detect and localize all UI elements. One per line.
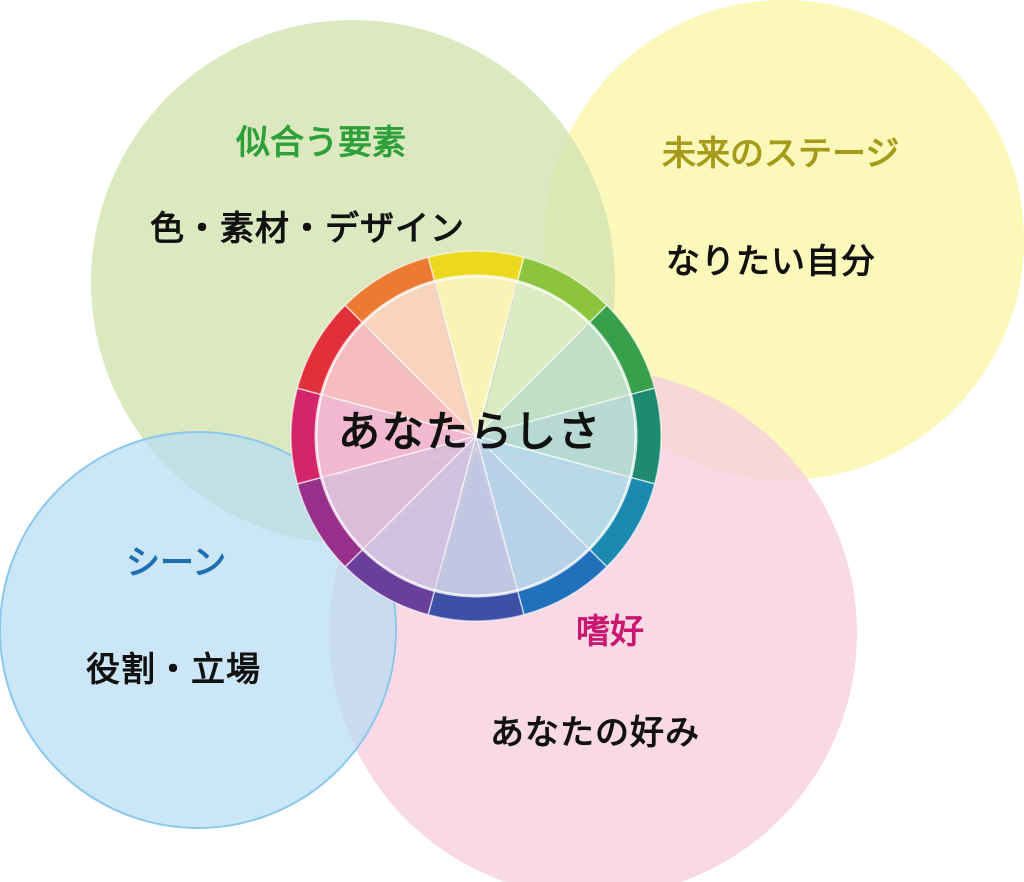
yellow-circle-title: 未来のステージ — [662, 134, 900, 174]
wheel-divider — [321, 449, 477, 478]
blue-circle-title: シーン — [126, 543, 227, 583]
wheel-divider — [475, 394, 631, 451]
wheel-divider — [475, 322, 590, 451]
wheel-divider — [475, 449, 590, 550]
wheel-divider — [434, 281, 477, 451]
wheel-divider — [475, 281, 518, 451]
green-circle-title: 似合う要素 — [236, 123, 406, 163]
yellow-circle-text: なりたい自分 — [666, 242, 876, 282]
wheel-inner-ring — [314, 274, 638, 598]
wheel-divider — [475, 449, 518, 591]
blue-circle — [0, 431, 397, 829]
yellow-circle — [544, 0, 1024, 480]
color-wheel — [290, 250, 662, 622]
wheel-divider — [434, 449, 477, 591]
wheel-divider — [362, 449, 477, 550]
center-label: あなたらしさ — [338, 407, 603, 456]
wheel-inner-disc — [316, 276, 636, 596]
wheel-divider — [321, 394, 477, 451]
pink-circle-text: あなたの好み — [490, 713, 700, 753]
pink-circle-title: 嗜好 — [576, 612, 644, 652]
wheel-divider — [475, 449, 631, 478]
blue-circle-text: 役割・立場 — [86, 650, 261, 690]
wheel-divider — [362, 322, 477, 451]
green-circle-text: 色・素材・デザイン — [150, 209, 465, 249]
